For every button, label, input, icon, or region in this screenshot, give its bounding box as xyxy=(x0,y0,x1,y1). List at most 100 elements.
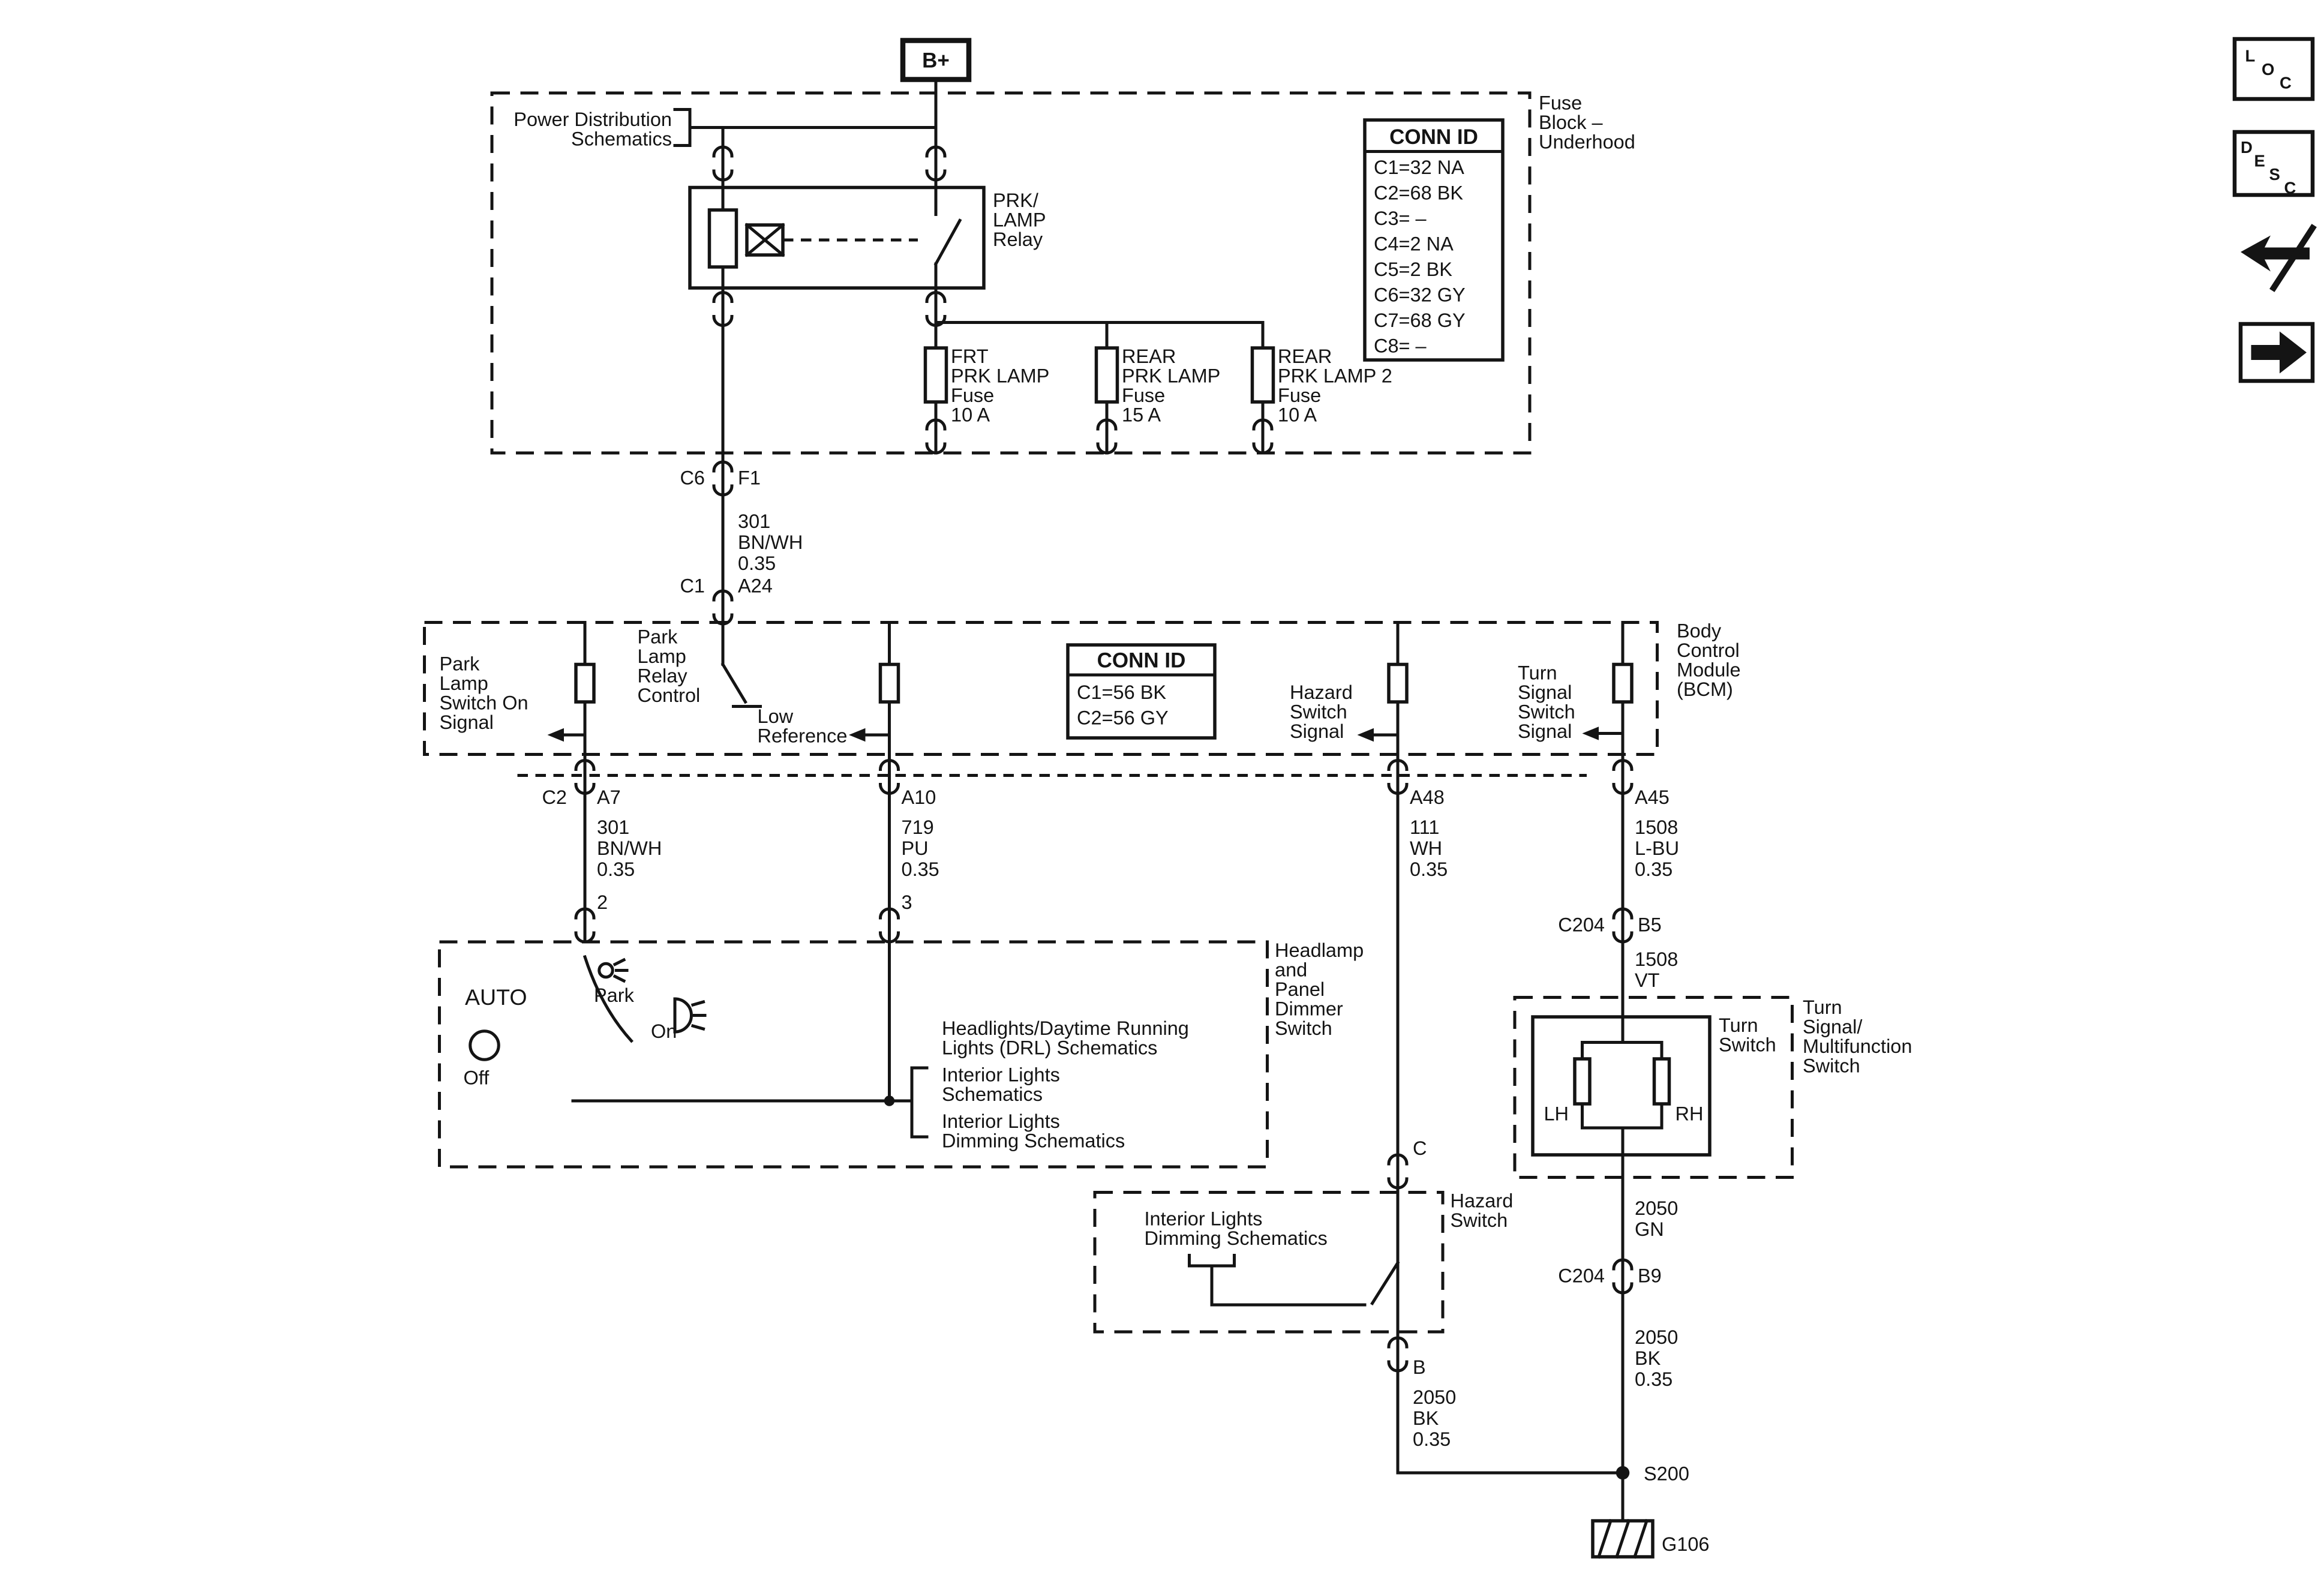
switch-blade xyxy=(582,954,634,1043)
dimmer-label: Headlamp xyxy=(1275,939,1364,961)
on-position-label: On xyxy=(651,1020,677,1042)
wire-spec: PU xyxy=(902,837,929,859)
turn-signal-label: Signal xyxy=(1518,721,1572,742)
wire-spec: 0.35 xyxy=(1635,1368,1673,1390)
auto-position-label: AUTO xyxy=(465,984,527,1010)
terminal-label: 2 xyxy=(597,891,608,913)
low-reference-label: Low xyxy=(758,706,794,727)
fuse-label: REAR xyxy=(1122,346,1176,367)
bcm-relay-driver-switch xyxy=(720,662,762,708)
bracket-icon xyxy=(1188,1253,1236,1268)
fuse-block-label: Fuse xyxy=(1539,92,1582,114)
next-arrow-button[interactable] xyxy=(2238,322,2315,383)
connector-label: B5 xyxy=(1638,914,1662,936)
turn-signal-label: Signal xyxy=(1518,682,1572,703)
hazard-signal-label: Signal xyxy=(1290,721,1344,742)
park-lamp-signal-label: Signal xyxy=(440,712,494,733)
fuse-icon xyxy=(923,346,948,404)
loc-letter: C xyxy=(2280,73,2292,92)
wire-a10: A10 719 PU 0.35 3 xyxy=(881,700,939,944)
ground-icon xyxy=(1591,1518,1655,1559)
park-lamp-icon xyxy=(597,957,629,983)
dimmer-label: Dimmer xyxy=(1275,998,1343,1020)
turn-box-label: Multifunction xyxy=(1803,1035,1912,1057)
pin-icon xyxy=(878,662,900,704)
interior-dimming-reference-label: Dimming Schematics xyxy=(1145,1227,1328,1249)
relay-box xyxy=(688,185,986,290)
connector-label: A24 xyxy=(738,575,773,596)
bracket-icon xyxy=(910,1066,929,1139)
wire-spec: VT xyxy=(1635,969,1660,991)
conn-id-title: CONN ID xyxy=(1097,649,1186,673)
headlamp-dimmer-switch: Headlamp and Panel Dimmer Switch AUTO Of… xyxy=(438,939,1364,1169)
desc-button[interactable]: D E S C xyxy=(2232,130,2315,197)
fuse-block-underhood: Fuse Block – Underhood Power Distributio… xyxy=(490,91,1635,455)
wire-spec: GN xyxy=(1635,1218,1664,1240)
turn-switch-label: Turn xyxy=(1719,1014,1758,1036)
wire-spec: BN/WH xyxy=(738,532,803,553)
wrench-icon xyxy=(2269,224,2317,292)
terminal-label: C xyxy=(1413,1137,1427,1159)
fuse-bus: FRT PRK LAMP Fuse 10 A REAR PRK LAMP Fus… xyxy=(714,286,1392,455)
connector-label: C204 xyxy=(1558,914,1605,936)
fuse-label: FRT xyxy=(951,346,989,367)
signal-arrow-icon xyxy=(849,728,866,742)
hazard-label: Hazard xyxy=(1451,1190,1514,1212)
conn-id-row: C2=56 GY xyxy=(1077,707,1169,728)
splice-dot xyxy=(1616,1466,1630,1480)
pin-icon xyxy=(574,662,596,704)
bcm-label: (BCM) xyxy=(1677,679,1733,700)
wire-spec: 0.35 xyxy=(902,858,939,880)
conn-id-row: C7=68 GY xyxy=(1374,310,1466,331)
bracket-icon xyxy=(673,107,692,147)
relay-label: LAMP xyxy=(993,209,1046,231)
conn-id-table-bcm: CONN ID C1=56 BK C2=56 GY xyxy=(1066,643,1217,740)
drl-reference-label: Lights (DRL) Schematics xyxy=(942,1037,1157,1059)
hazard-switch: Hazard Switch Interior Lights Dimming Sc… xyxy=(1093,1190,1514,1334)
rh-element-icon xyxy=(1652,1057,1671,1106)
relay-driver-icon xyxy=(744,223,785,257)
terminal-label: 3 xyxy=(902,891,912,913)
wire-spec: 0.35 xyxy=(597,858,635,880)
park-lamp-signal-label: Switch On xyxy=(440,692,529,713)
pin-icon xyxy=(1612,662,1634,704)
connector-label: F1 xyxy=(738,467,761,488)
fuse-label: Fuse xyxy=(951,385,994,406)
toolbar: L O C D E S C xyxy=(2232,37,2317,383)
relay-label: Relay xyxy=(993,229,1043,250)
conn-id-title: CONN ID xyxy=(1389,125,1478,149)
dimmer-label: and xyxy=(1275,959,1307,981)
junction-dot xyxy=(884,1095,895,1106)
fuse-icon xyxy=(1094,346,1119,404)
conn-id-row: C6=32 GY xyxy=(1374,284,1466,306)
pin-icon xyxy=(1387,662,1409,704)
right-arrow-icon xyxy=(2251,331,2307,374)
battery-feed: B+ xyxy=(900,38,972,189)
wire-spec: 301 xyxy=(597,816,629,838)
conn-id-row: C1=32 NA xyxy=(1374,157,1464,178)
ground-label: G106 xyxy=(1662,1533,1710,1555)
wire-spec: 0.35 xyxy=(738,553,776,574)
wire-relay-to-bcm: C6 F1 301 BN/WH 0.35 C1 A24 xyxy=(680,451,803,666)
drl-reference-label: Headlights/Daytime Running xyxy=(942,1017,1189,1039)
turn-box-label: Signal/ xyxy=(1803,1016,1863,1038)
park-lamp-signal-label: Park xyxy=(440,653,481,674)
conn-id-row: C2=68 BK xyxy=(1374,182,1463,204)
loc-button[interactable]: L O C xyxy=(2232,37,2315,101)
procedure-link-button[interactable] xyxy=(2241,224,2317,292)
conn-id-row: C3= – xyxy=(1374,208,1427,229)
lh-element-icon xyxy=(1573,1057,1592,1106)
desc-letter: E xyxy=(2254,151,2265,170)
interior-dimming-reference-label: Dimming Schematics xyxy=(942,1130,1125,1152)
fuse-label: REAR xyxy=(1278,346,1332,367)
fuse-block-box xyxy=(490,91,1532,455)
wire-spec: BN/WH xyxy=(597,837,662,859)
connector-label: C1 xyxy=(680,575,705,596)
wire-spec: 0.35 xyxy=(1410,858,1448,880)
hazard-label: Switch xyxy=(1451,1209,1508,1231)
turn-signal-multifunction-switch: Turn Signal/ Multifunction Switch Turn S… xyxy=(1513,995,1912,1179)
conn-id-row: C4=2 NA xyxy=(1374,233,1454,255)
turn-signal-label: Switch xyxy=(1518,701,1575,722)
wire-turn-output: 2050 GN C204 B9 2050 BK 0.35 S200 G106 xyxy=(1558,1175,1710,1559)
